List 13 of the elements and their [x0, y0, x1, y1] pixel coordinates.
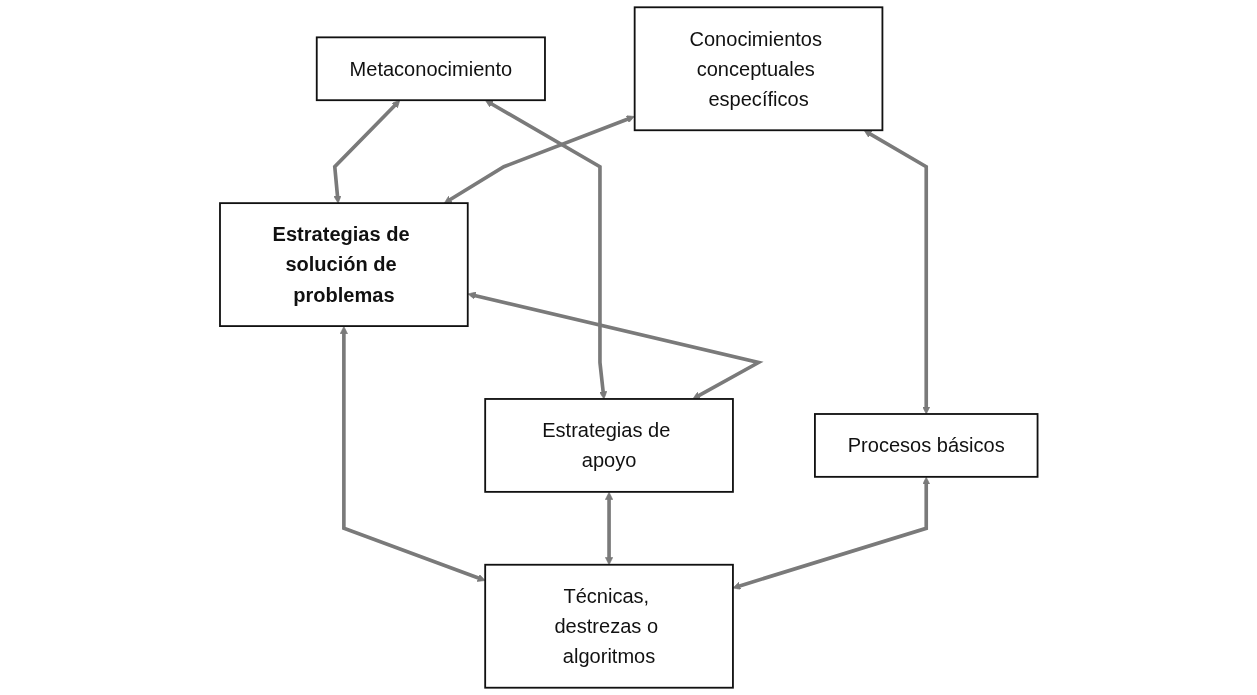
arrow — [863, 130, 930, 415]
node-box: Estrategias de apoyo — [484, 398, 734, 493]
arrow — [484, 100, 607, 400]
node-box: Metaconocimiento — [315, 36, 546, 102]
arrow — [332, 100, 400, 204]
node-box: Procesos básicos — [813, 413, 1039, 478]
node-box: Conocimientos conceptuales específicos — [633, 6, 884, 132]
node-box: Estrategias de solución de problemas — [218, 202, 469, 327]
node-box: Técnicas, destrezas o algoritmos — [484, 563, 734, 689]
arrow — [467, 291, 764, 400]
arrow — [443, 115, 635, 204]
arrow — [732, 476, 930, 590]
arrow — [604, 491, 613, 566]
